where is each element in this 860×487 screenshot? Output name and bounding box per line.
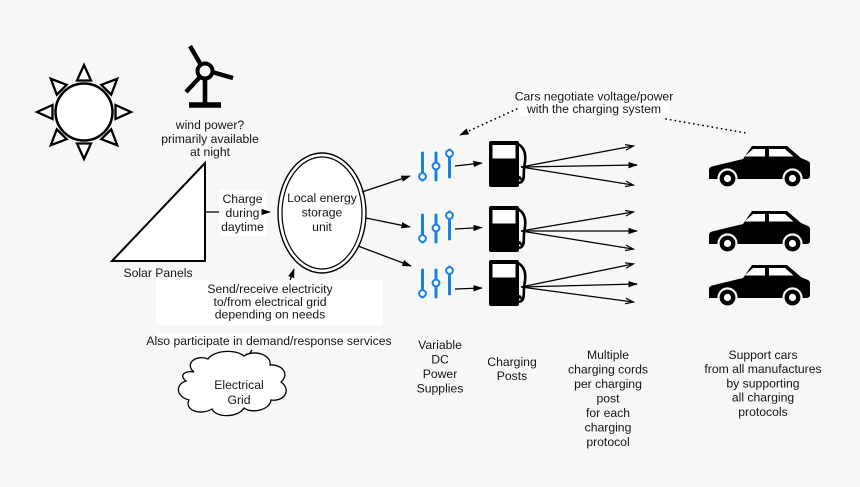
wind-note: wind power? primarily available at night <box>161 118 259 159</box>
storage-label-line: unit <box>312 220 332 234</box>
dc-supply-slider-icon-3 <box>417 265 455 299</box>
support-cars-caption: Support cars from all manufactures by su… <box>704 348 821 419</box>
negotiate-note-line: Cars negotiate voltage/power <box>515 90 674 104</box>
charging-post-icon-1 <box>487 139 527 189</box>
send-receive-note: Send/receive electricity to/from electri… <box>207 282 333 322</box>
wind-turbine-icon <box>184 44 234 108</box>
multiple-cords-caption: Multiple charging cords per charging pos… <box>568 348 648 449</box>
storage-unit-node: Local energy storage unit <box>277 152 367 274</box>
variable-dc-caption: Variable DC Power Supplies <box>417 338 464 396</box>
charging-post-icon-3 <box>487 258 527 308</box>
arrow-supply-to-post-1 <box>454 160 483 168</box>
dc-supply-slider-icon-2 <box>417 210 455 244</box>
charging-post-icon-2 <box>487 204 527 254</box>
car-icon-3 <box>707 263 812 308</box>
solar-panel-triangle-icon <box>109 160 206 262</box>
wind-note-line: wind power? <box>175 118 245 132</box>
caption-line: protocol <box>586 435 629 449</box>
electrical-grid-cloud-icon: Electrical Grid <box>177 350 287 417</box>
negotiate-note-line: with the charging system <box>526 102 661 116</box>
send-receive-line: to/from electrical grid <box>213 295 326 309</box>
wind-note-line: at night <box>190 145 231 159</box>
dotted-link-to-car <box>665 118 747 134</box>
caption-line: charging <box>585 421 632 435</box>
cars-negotiate-note: Cars negotiate voltage/power with the ch… <box>515 90 674 117</box>
caption-line: Posts <box>497 369 527 383</box>
caption-line: Power <box>423 367 458 381</box>
dc-supply-slider-icon-1 <box>417 148 455 182</box>
car-icon-1 <box>707 144 812 189</box>
grid-label-line: Electrical <box>214 378 263 392</box>
caption-line: per charging <box>574 377 642 391</box>
storage-label-line: storage <box>302 206 343 220</box>
charge-note-line: daytime <box>221 220 264 234</box>
demand-response-note: Also participate in demand/response serv… <box>146 334 391 348</box>
grid-label-line: Grid <box>227 393 250 407</box>
negotiate-note-background <box>519 89 669 116</box>
charge-note-line: during <box>226 206 260 220</box>
caption-line: charging cords <box>568 363 648 377</box>
send-receive-line: depending on needs <box>215 308 325 322</box>
car-icon-2 <box>707 209 812 254</box>
arrow-storage-to-supply-2 <box>365 217 411 229</box>
arrow-storage-to-supply-1 <box>361 175 411 193</box>
send-receive-background <box>156 280 383 325</box>
sun-icon <box>34 62 134 162</box>
caption-line: protocols <box>738 405 787 419</box>
caption-line: by supporting <box>726 377 799 391</box>
caption-line: from all manufactures <box>704 362 821 376</box>
caption-line: Multiple <box>587 348 629 362</box>
send-receive-line: Send/receive electricity <box>207 282 333 296</box>
charge-note-line: Charge <box>223 192 263 206</box>
caption-line: all charging <box>732 391 794 405</box>
caption-line: post <box>596 392 620 406</box>
arrow-supply-to-post-2 <box>454 224 483 232</box>
charging-posts-caption: Charging Posts <box>487 355 536 383</box>
caption-line: DC <box>431 353 449 367</box>
charging-cords-post-1 <box>520 144 638 188</box>
wind-note-line: primarily available <box>161 132 259 146</box>
demand-note-background <box>158 333 380 349</box>
arrow-supply-to-post-3 <box>454 285 483 292</box>
solar-panels-label: Solar Panels <box>123 266 192 280</box>
caption-line: Support cars <box>728 348 797 362</box>
charging-cords-post-3 <box>520 262 638 305</box>
charge-note-background <box>219 190 266 236</box>
arrow-storage-to-supply-3 <box>357 245 412 267</box>
charging-cords-post-2 <box>520 209 638 252</box>
charge-daytime-note: Charge during daytime <box>221 192 264 234</box>
caption-line: for each <box>586 406 630 420</box>
storage-label-line: Local energy <box>287 191 358 205</box>
caption-line: Variable <box>418 338 462 352</box>
dotted-link-to-supply <box>459 106 522 136</box>
caption-line: Supplies <box>417 382 464 396</box>
caption-line: Charging <box>487 355 536 369</box>
